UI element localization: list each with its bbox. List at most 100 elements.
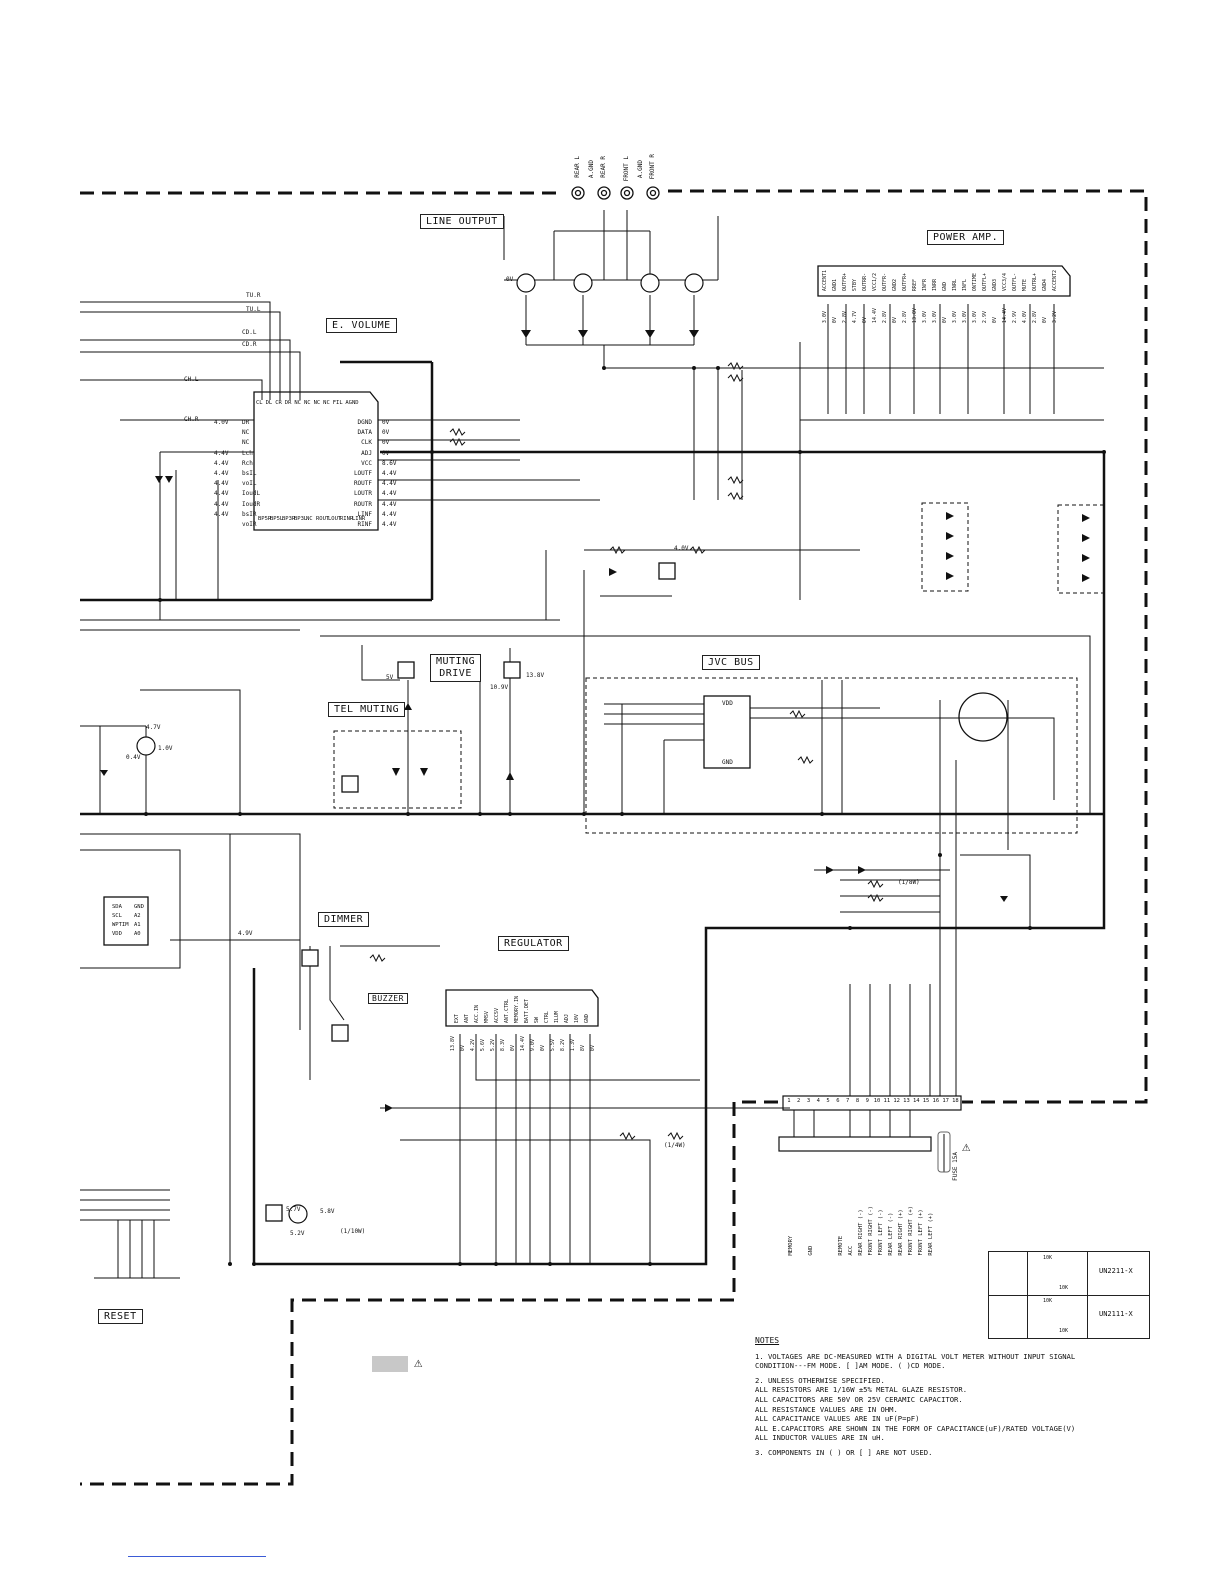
pa-pin-18: GND3: [992, 279, 998, 292]
tr2-r1: 10K: [1043, 1298, 1053, 1304]
pa-v-14: 3.0V: [952, 311, 958, 324]
evol-vl3: 4.4V: [214, 459, 229, 467]
jack-label-agnd-1: A.GND: [588, 160, 595, 179]
evol-pin-l8: IoudL: [242, 490, 261, 498]
evol-vr1: 0V: [382, 419, 390, 426]
pa-v-10: 13.0V: [912, 308, 918, 324]
evol-pin-t3: CR: [275, 400, 282, 406]
note-2-line-3: ALL CAPACITORS ARE 50V OR 25V CERAMIC CA…: [755, 1394, 963, 1404]
pa-pin-21: MUTE: [1022, 279, 1028, 292]
input-tu-l: TU.L: [246, 306, 261, 313]
bottom-rule: [128, 1556, 266, 1557]
pa-v-11: 3.0V: [922, 311, 928, 324]
evol-pin-r11: RINF: [357, 521, 372, 529]
pa-pin-22: OUTRL+: [1032, 273, 1038, 292]
hp-13: 13: [903, 1098, 910, 1104]
evol-pin-l3: NC: [242, 439, 250, 447]
power-amp-pins: ACCENT1 GND1 OUTFR+ STBY OUTRR- VCC1/2 O…: [822, 270, 1062, 291]
harness-fl-pos: FRONT LEFT (+): [918, 1209, 924, 1256]
pa-pin-23: GND4: [1042, 279, 1048, 292]
evol-vr2: 0V: [382, 429, 390, 437]
pa-pin-19: VCC3/4: [1002, 273, 1008, 292]
vmark-4-9v: 4.9V: [238, 930, 253, 937]
harness-rr-neg: REAR RIGHT (-): [858, 1209, 864, 1256]
pa-pin-9: OUTFR+: [902, 273, 908, 292]
evol-vr4: 0V: [382, 449, 390, 457]
harness-fl-neg: FRONT LEFT (-): [878, 1209, 884, 1256]
vmark-10-9v: 10.9V: [490, 684, 509, 691]
hp-14: 14: [912, 1098, 920, 1104]
buzzer-label: BUZZER: [368, 993, 408, 1004]
hp-3: 3: [806, 1098, 811, 1104]
tel-muting-label: TEL MUTING: [328, 702, 406, 717]
note-2-line-4: ALL RESISTANCE VALUES ARE IN OHM.: [755, 1404, 898, 1414]
hp-2: 2: [797, 1098, 801, 1104]
reg-v-6: 8.3V: [500, 1039, 506, 1052]
evol-pin-r10: LINF: [357, 510, 372, 518]
hp-10: 10: [873, 1098, 881, 1104]
input-ch-l: CH.L: [184, 376, 199, 383]
micro-pin-a1: A1: [134, 922, 141, 928]
evol-vl4: 4.4V: [214, 470, 229, 478]
evol-pin-t5: NC: [294, 400, 301, 406]
evol-pin-t4: DR: [284, 400, 292, 406]
pa-pin-17: OUTFL+: [982, 273, 988, 292]
evol-pin-r8: LOUTR: [353, 490, 372, 498]
evol-pin-l9: IoudR: [242, 500, 261, 508]
evol-pin-r4: ADJ: [361, 449, 372, 457]
note-1-line-2: CONDITION---FM MODE. [ ]AM MODE. ( )CD M…: [755, 1361, 946, 1371]
harness-remote: REMOTE: [838, 1235, 844, 1256]
pa-pin-10: RREF: [912, 279, 918, 292]
evol-pin-b5: NC: [306, 516, 313, 522]
vmark-5-7v: 5.7V: [286, 1206, 301, 1213]
harness-gnd: GND: [808, 1245, 814, 1256]
reg-v-14: 8V: [580, 1045, 586, 1052]
jvc-bus-label: JVC BUS: [702, 655, 760, 670]
harness-memory: MEMORY: [788, 1235, 794, 1256]
jvc-ic-vdd: VDD: [722, 700, 733, 707]
vmark-5v: 5V: [386, 674, 394, 681]
pa-pin-11: INFR: [922, 279, 928, 292]
pa-v-5: 0V: [862, 317, 868, 324]
note-2-line-2: ALL RESISTORS ARE 1/16W ±5% METAL GLAZE …: [755, 1385, 968, 1395]
pa-v-20: 2.9V: [1012, 311, 1018, 324]
jack-label-rear-r: REAR R: [600, 156, 607, 178]
harness-acc: ACC: [848, 1245, 854, 1256]
evol-vl5: 4.4V: [214, 480, 229, 488]
note-1-line-1: 1. VOLTAGES ARE DC-MEASURED WITH A DIGIT…: [755, 1351, 1076, 1361]
evol-pin-l1: DR: [242, 419, 250, 426]
hp-6: 6: [836, 1098, 840, 1104]
evol-pin-b1: BP5R: [258, 516, 272, 522]
evol-vl7: 4.4V: [214, 500, 229, 508]
input-tu-r: TU.R: [246, 292, 261, 299]
jack-label-front-r: FRONT R: [649, 154, 656, 180]
tr1-r1: 10K: [1043, 1255, 1053, 1261]
input-cd-r: CD.R: [242, 341, 257, 348]
evol-vr6: 4.4V: [382, 470, 397, 478]
vmark-4v: 4.0V: [674, 545, 689, 552]
evol-pin-t10: AGND: [345, 400, 359, 406]
pa-pin-12: INRR: [932, 279, 938, 292]
micro-pin-a0: A0: [134, 931, 141, 937]
transistor-legend-row-1: 10K 10K UN2211-X: [989, 1252, 1149, 1296]
pa-pin-5: OUTRR-: [862, 273, 868, 292]
hp-12: 12: [893, 1098, 900, 1104]
reg-v-13: 1.3V: [570, 1039, 576, 1052]
evol-pin-r6: LOUTF: [353, 470, 372, 478]
pa-v-21: 4.0V: [1022, 311, 1028, 324]
evol-left-voltages: 4.0V 4.4V 4.4V 4.4V 4.4V 4.4V 4.4V 4.4V: [214, 418, 228, 520]
evol-vr3: 0V: [382, 439, 390, 447]
evol-right-pins: DGND DATA CLK ADJ VCC LOUTF ROUTF LOUTR …: [350, 418, 372, 530]
vmark-0-4v: 0.4V: [126, 754, 141, 761]
pa-v-7: 2.8V: [882, 311, 888, 324]
reg-v-5: 5.2V: [490, 1039, 496, 1052]
evol-vr5: 8.6V: [382, 459, 397, 467]
evol-pin-t6: NC: [303, 400, 311, 406]
pa-v-2: 0V: [832, 317, 838, 324]
note-3-line-1: 3. COMPONENTS IN ( ) OR [ ] ARE NOT USED…: [755, 1447, 933, 1457]
pa-v-16: 3.0V: [972, 311, 978, 324]
reg-pin-9: SW: [534, 1017, 540, 1024]
reg-pin-8: BATT.DET: [524, 999, 530, 1024]
pa-v-13: 0V: [942, 317, 948, 324]
pa-pin-4: STBY: [852, 279, 858, 292]
